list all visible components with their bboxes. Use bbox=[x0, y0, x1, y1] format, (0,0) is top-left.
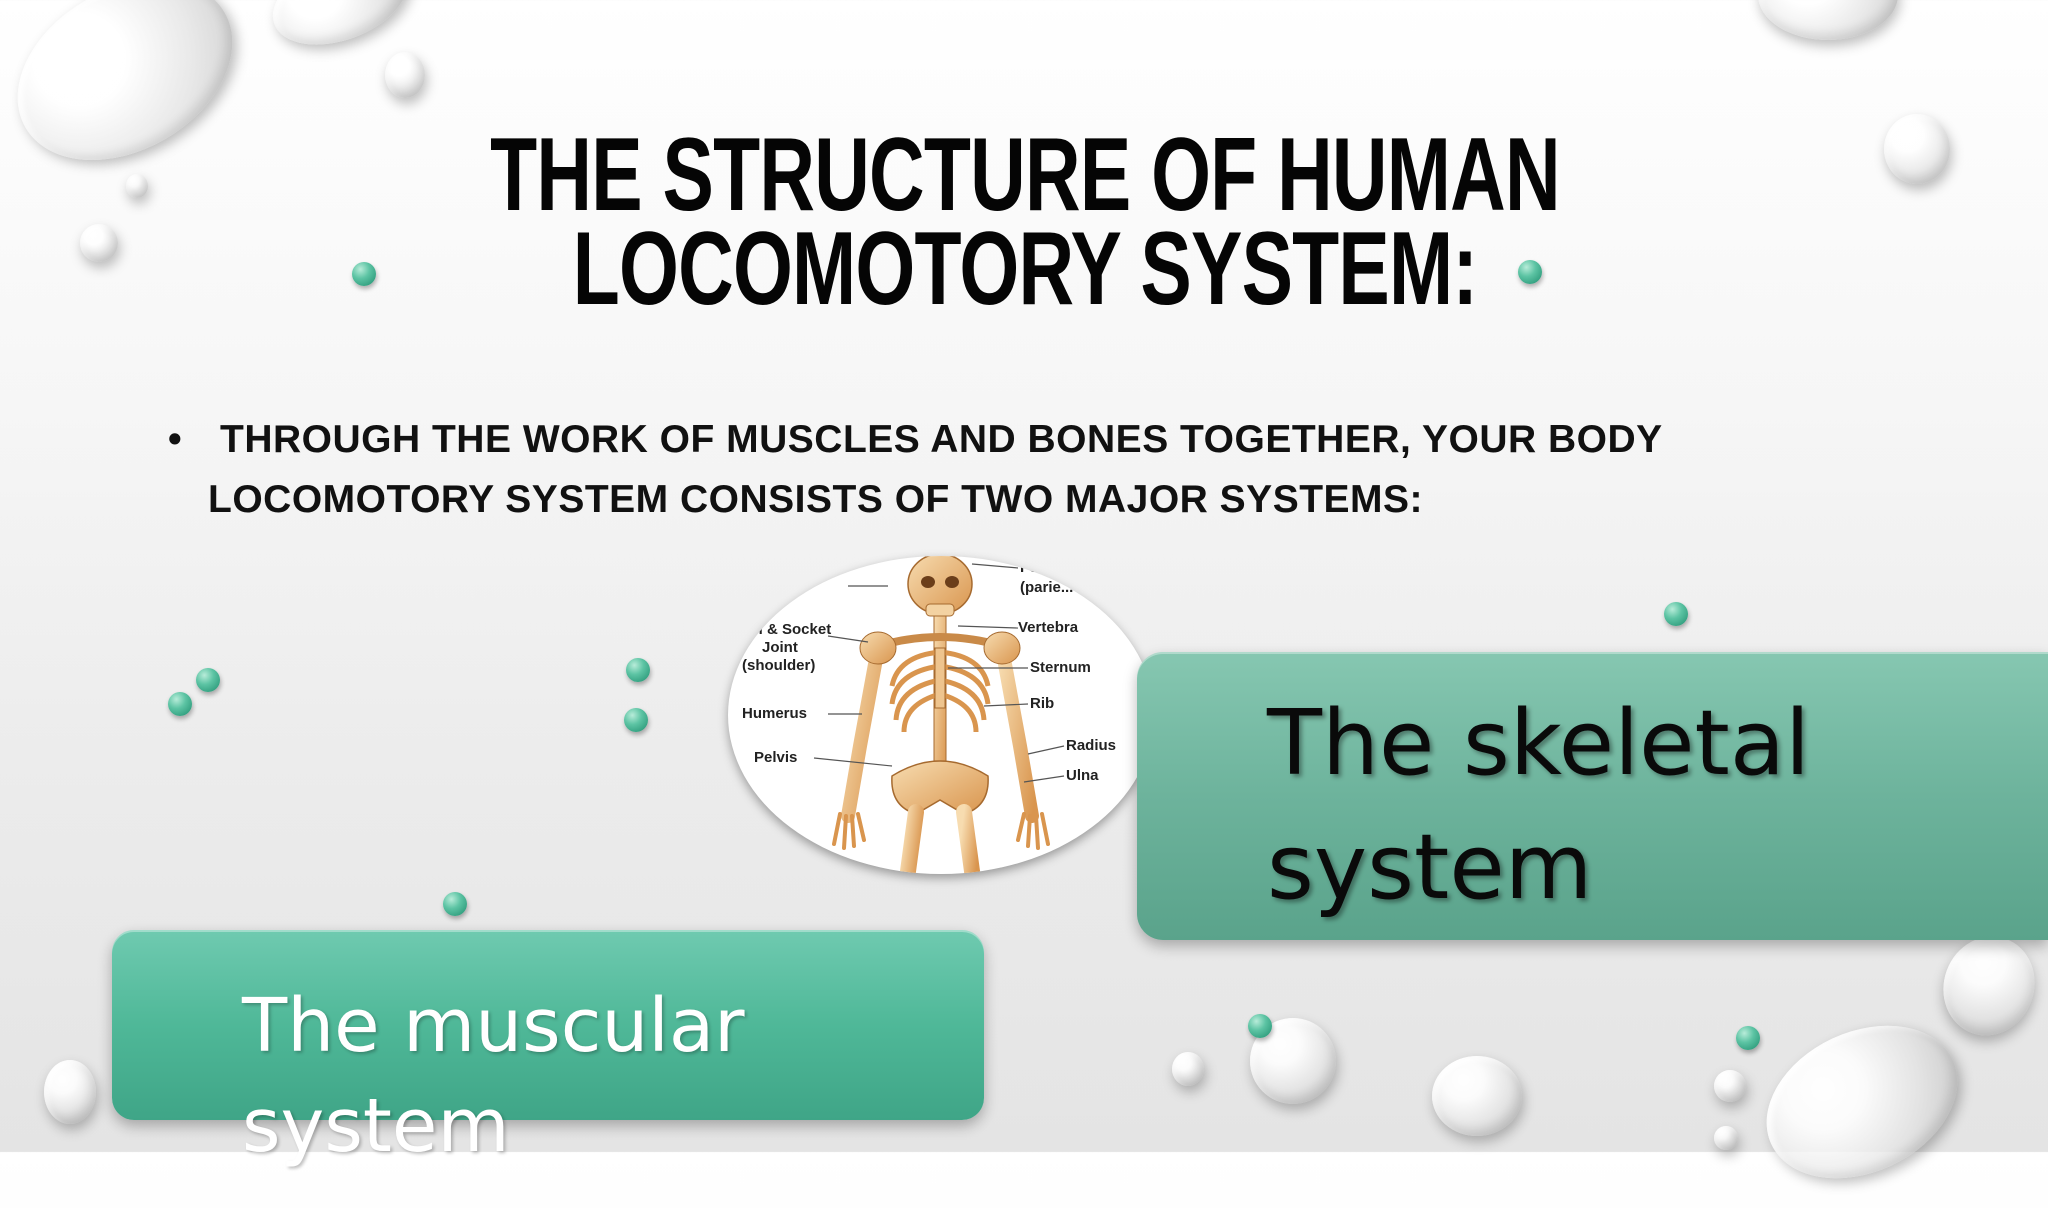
teal-dot-decoration bbox=[443, 892, 467, 916]
teal-dot-decoration bbox=[624, 708, 648, 732]
label-parietal: (parie... bbox=[1020, 579, 1073, 596]
teal-dot-decoration bbox=[1664, 602, 1688, 626]
label-ulna: Ulna bbox=[1066, 767, 1099, 784]
teal-dot-decoration bbox=[168, 692, 192, 716]
water-droplet-decoration bbox=[1758, 0, 1898, 40]
skeletal-label-line-1: The skeletal bbox=[1267, 691, 1810, 796]
water-droplet-decoration bbox=[1714, 1126, 1738, 1150]
water-droplet-decoration bbox=[80, 224, 118, 262]
label-ball-socket: ...ll & Socket bbox=[742, 621, 831, 638]
skeleton-illustration: Fo... (parie... Vertebra Sternum Rib Rad… bbox=[742, 556, 1116, 874]
water-droplet-decoration bbox=[1432, 1056, 1522, 1136]
water-droplet-decoration bbox=[44, 1060, 96, 1124]
label-humerus: Humerus bbox=[742, 705, 807, 722]
slide-title: THE STRUCTURE OF HUMAN LOCOMOTORY SYSTEM… bbox=[489, 117, 1562, 327]
slide-title-line-1: THE STRUCTURE OF HUMAN bbox=[490, 117, 1560, 233]
label-radius: Radius bbox=[1066, 737, 1116, 754]
teal-dot-decoration bbox=[1518, 260, 1542, 284]
teal-dot-decoration bbox=[626, 658, 650, 682]
bullet-point: • THROUGH THE WORK OF MUSCLES AND BONES … bbox=[168, 410, 1768, 530]
bullet-marker: • bbox=[168, 418, 183, 461]
bullet-text: THROUGH THE WORK OF MUSCLES AND BONES TO… bbox=[208, 418, 1662, 521]
water-droplet-decoration bbox=[126, 174, 148, 198]
label-pelvis: Pelvis bbox=[754, 749, 797, 766]
slide-title-line-2: LOCOMOTORY SYSTEM: bbox=[572, 211, 1478, 327]
skeletal-label-line-2: system bbox=[1267, 815, 1593, 920]
water-droplet-decoration bbox=[1714, 1070, 1746, 1102]
label-joint: Joint bbox=[762, 639, 798, 656]
water-droplet-decoration bbox=[260, 0, 420, 62]
teal-dot-decoration bbox=[352, 262, 376, 286]
teal-dot-decoration bbox=[196, 668, 220, 692]
water-droplet-decoration bbox=[1929, 923, 2048, 1049]
skeletal-system-label: The skeletal system bbox=[1267, 682, 1810, 930]
muscular-system-box: The muscular system bbox=[112, 930, 984, 1169]
skeleton-diagram-image: Fo... (parie... Vertebra Sternum Rib Rad… bbox=[728, 556, 1154, 874]
water-droplet-decoration bbox=[0, 0, 265, 197]
water-droplet-decoration bbox=[1741, 996, 1983, 1208]
label-shoulder: (shoulder) bbox=[742, 657, 815, 674]
label-frontal: Fo... bbox=[1020, 559, 1051, 576]
water-droplet-decoration bbox=[1884, 114, 1950, 184]
label-sternum: Sternum bbox=[1030, 659, 1091, 676]
label-rib: Rib bbox=[1030, 695, 1054, 712]
skeletal-system-box: The skeletal system bbox=[1137, 652, 2048, 940]
teal-dot-decoration bbox=[1736, 1026, 1760, 1050]
water-droplet-decoration bbox=[1172, 1052, 1204, 1086]
water-droplet-decoration bbox=[385, 52, 425, 98]
teal-dot-decoration bbox=[1248, 1014, 1272, 1038]
muscular-system-label: The muscular system bbox=[242, 983, 745, 1169]
label-vertebra: Vertebra bbox=[1018, 619, 1079, 636]
